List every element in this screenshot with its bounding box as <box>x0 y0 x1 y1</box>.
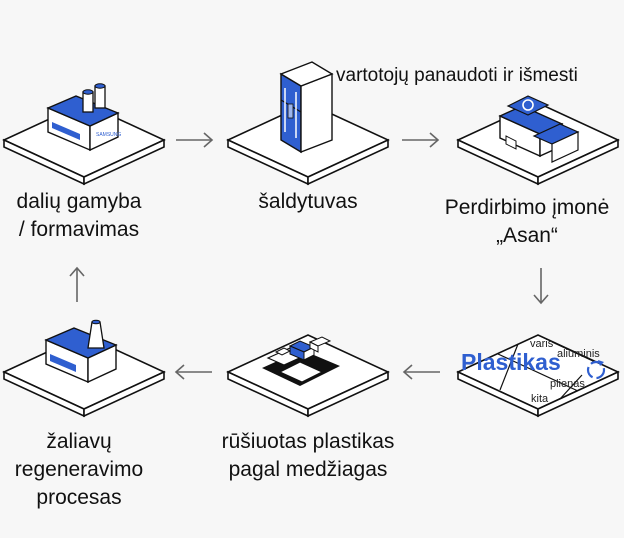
flow-arrows <box>69 132 549 380</box>
factory-icon: SAMSUNG <box>46 83 121 152</box>
material-copper: varis <box>530 338 554 350</box>
material-other: kita <box>531 393 549 405</box>
label-consumer-note: vartotojų panaudoti ir išmesti <box>336 65 578 86</box>
recycling-plant-icon <box>498 95 580 163</box>
label-recycling-company: Perdirbimo įmonė „Asan“ <box>444 196 610 247</box>
plastics-title: Plastikas <box>461 349 561 375</box>
tile-plastics <box>456 334 620 418</box>
recycle-icon <box>586 360 606 380</box>
arrow-left-1 <box>402 364 440 380</box>
arrow-left-2 <box>174 364 212 380</box>
fridge-icon <box>279 61 334 154</box>
arrow-up <box>69 266 85 302</box>
arrow-down <box>533 268 549 305</box>
label-parts-production: dalių gamyba / formavimas <box>16 190 142 241</box>
label-fridge: šaldytuvas <box>258 190 358 213</box>
material-steel: plienas <box>550 378 585 390</box>
regeneration-factory-icon <box>44 319 118 384</box>
label-sorted-plastics: rūšiuotas plastikas pagal medžiagas <box>221 430 395 481</box>
arrow-right-2 <box>402 132 440 148</box>
label-regeneration-process: žaliavų regeneravimo procesas <box>14 430 144 509</box>
material-aluminum: aliuminis <box>557 348 600 360</box>
arrow-right-1 <box>176 132 214 148</box>
samsung-logo: SAMSUNG <box>96 132 121 138</box>
sorting-machine-icon <box>262 336 340 386</box>
